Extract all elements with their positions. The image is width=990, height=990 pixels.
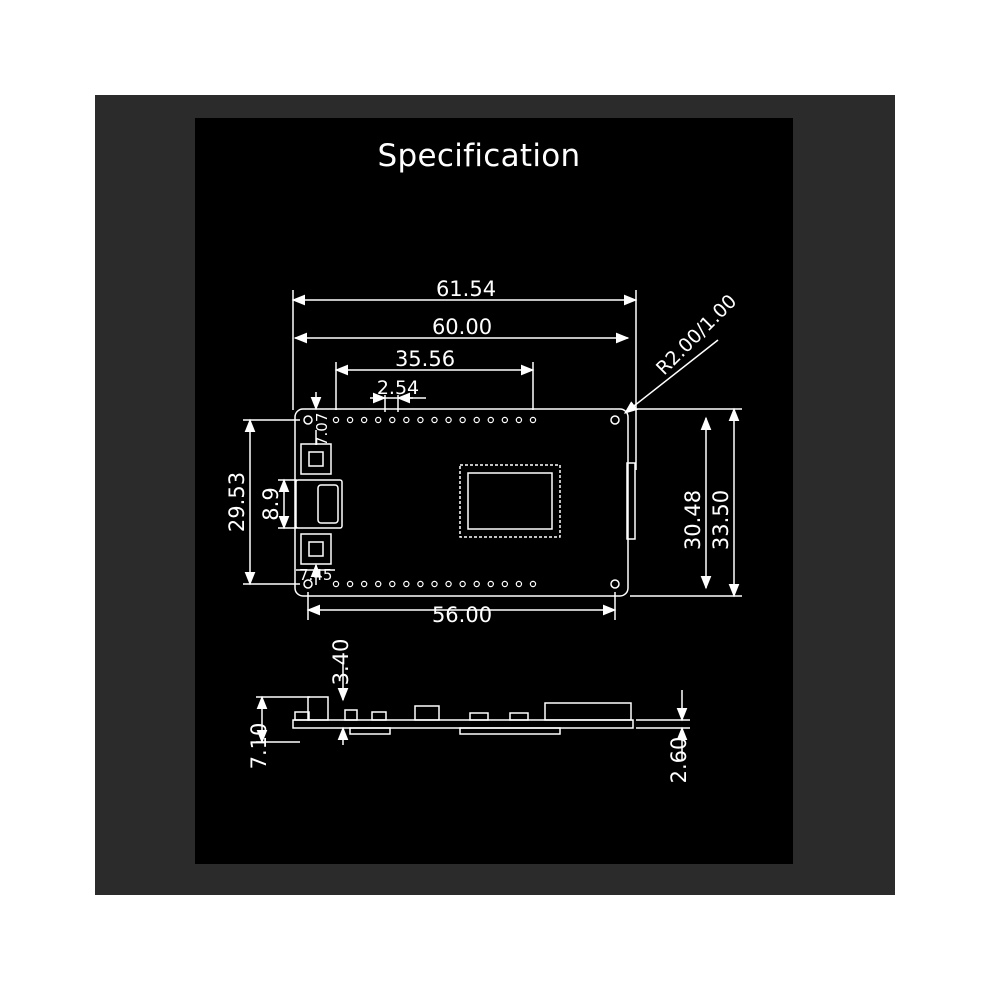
pin-pitch-label: 2.54 <box>377 377 419 399</box>
mounting-hole <box>610 415 620 425</box>
header-pin <box>431 580 438 588</box>
header-pin <box>473 416 480 424</box>
header-pin <box>375 580 382 588</box>
side-pcb <box>292 719 634 729</box>
header-pins-top <box>332 416 537 424</box>
header-pins-bottom <box>332 580 537 588</box>
header-pin <box>332 416 340 424</box>
reset-button <box>300 533 332 565</box>
pcb-thickness-label: 2.60 <box>667 737 691 784</box>
header-pin <box>459 416 466 424</box>
header-pin <box>501 580 509 588</box>
header-pin <box>487 416 494 424</box>
header-pin <box>473 580 480 588</box>
hole-spacing-label: 56.00 <box>432 603 492 627</box>
header-pin <box>389 416 396 424</box>
header-pin <box>445 416 452 424</box>
header-pin <box>515 416 523 424</box>
page-title: Specification <box>377 138 581 174</box>
header-span-label: 35.56 <box>395 347 455 371</box>
board-width-label: 33.50 <box>709 490 733 550</box>
usb-span-label: 29.53 <box>225 472 249 532</box>
header-pin <box>346 416 354 424</box>
header-pin <box>360 416 368 424</box>
header-pin <box>403 416 410 424</box>
usb-connector <box>295 479 343 529</box>
mounting-hole <box>303 579 313 589</box>
header-pin <box>431 416 438 424</box>
inner-width-label: 30.48 <box>681 490 705 550</box>
header-pin <box>459 580 466 588</box>
side-module <box>544 702 632 721</box>
button-offset-top-label: 7.07 <box>313 413 331 446</box>
header-pin <box>375 416 382 424</box>
header-pin <box>403 580 410 588</box>
header-pin <box>332 580 340 588</box>
side-connector <box>626 462 636 540</box>
header-pin <box>501 416 509 424</box>
header-pin <box>529 416 537 424</box>
header-pin <box>360 580 368 588</box>
boot-button <box>300 443 332 475</box>
usb-port <box>317 484 339 524</box>
header-pin <box>417 580 424 588</box>
header-pin <box>445 580 452 588</box>
header-pin <box>515 580 523 588</box>
board-length-label: 60.00 <box>432 315 492 339</box>
total-height-label: 7.10 <box>247 723 271 770</box>
header-pin <box>389 580 396 588</box>
side-usb-button <box>307 696 329 721</box>
header-pin <box>346 580 354 588</box>
chip-module <box>459 464 561 538</box>
overall-length-label: 61.54 <box>436 277 496 301</box>
header-pin <box>529 580 537 588</box>
pcb-outline <box>294 408 629 597</box>
usb-width-label: 8.9 <box>259 487 283 520</box>
button-offset-bottom-label: 7.45 <box>299 566 332 584</box>
corner-radius-label: R2.00/1.00 <box>652 290 741 379</box>
header-pin <box>417 416 424 424</box>
component-height-label: 3.40 <box>329 639 353 686</box>
mounting-hole <box>610 579 620 589</box>
header-pin <box>487 580 494 588</box>
mounting-hole <box>303 415 313 425</box>
